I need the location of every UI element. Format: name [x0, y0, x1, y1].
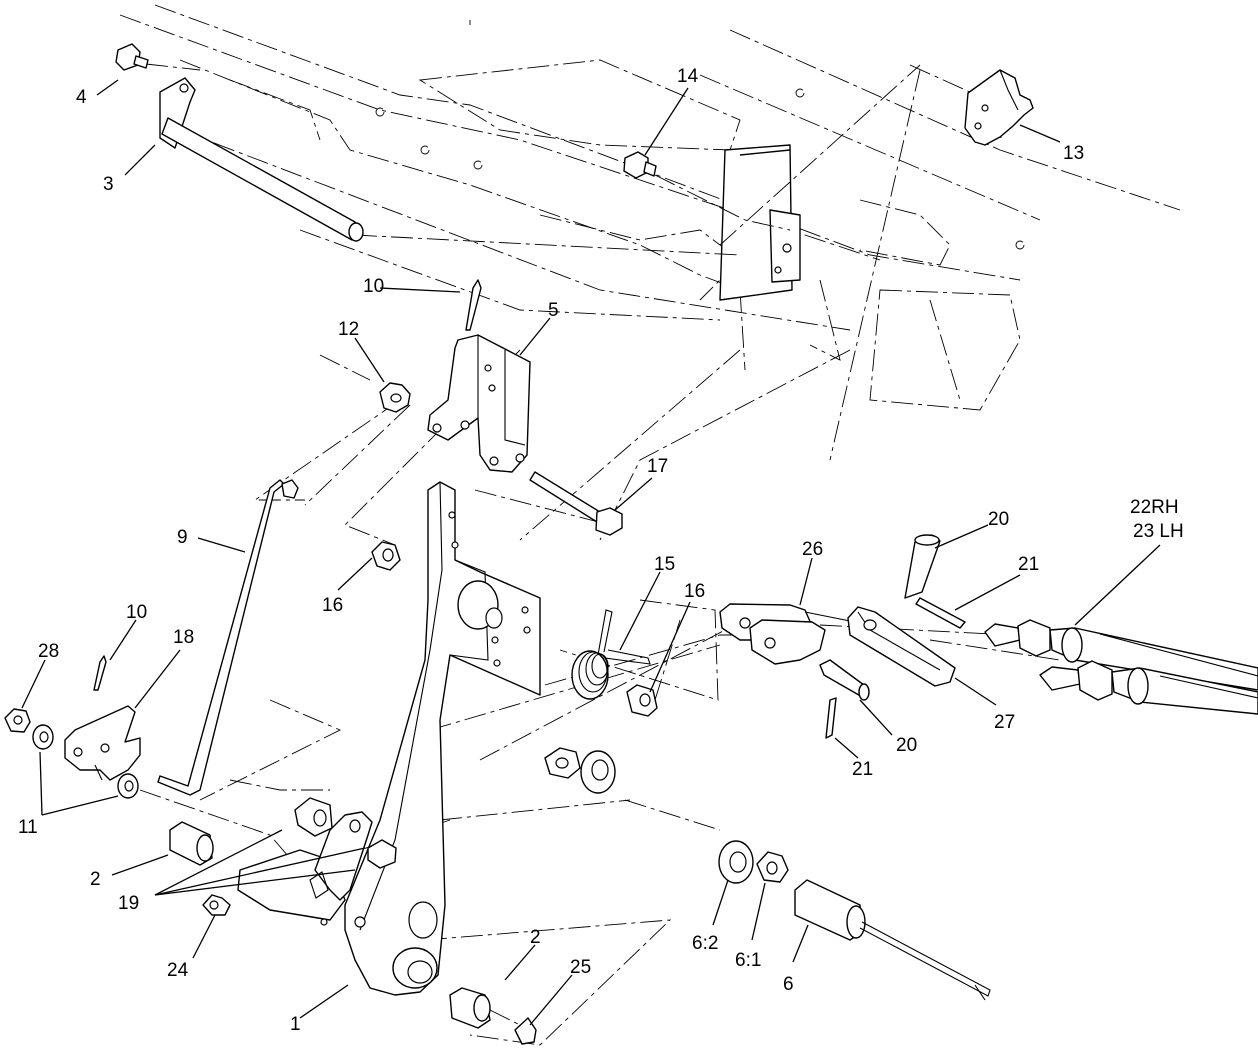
callout-21-lower: 21	[852, 759, 873, 780]
washer-11-lower	[117, 773, 139, 799]
leader-lines	[21, 79, 1161, 1026]
callout-2-bottom: 2	[530, 927, 541, 948]
callout-20-lower: 20	[896, 735, 917, 756]
callout-labels: 1 2 2 3 4 5 6 6:1 6:2 9 10 10 11 12 13 1…	[18, 66, 1184, 1035]
callout-1: 1	[290, 1014, 301, 1035]
pivot-shaft	[159, 77, 364, 242]
clevis-pin-20-lower	[819, 659, 870, 701]
callout-6-2: 6:2	[692, 933, 718, 954]
cylinder-6	[794, 879, 991, 1001]
callout-11: 11	[18, 817, 38, 838]
control-rod	[157, 479, 299, 796]
callout-10-left: 10	[126, 602, 147, 623]
bracket-plate	[719, 144, 801, 301]
washer-11-upper	[32, 724, 54, 750]
callout-13: 13	[1063, 143, 1084, 164]
callout-22rh: 22RH	[1130, 497, 1179, 518]
grease-fitting	[202, 894, 231, 916]
torsion-spring	[571, 609, 651, 700]
callout-5: 5	[548, 300, 559, 321]
lock-washer-6-2	[718, 840, 754, 884]
callout-15: 15	[654, 554, 675, 575]
hex-nut-6-1	[756, 851, 789, 883]
callout-14: 14	[677, 66, 699, 87]
flange-nut-12	[379, 382, 411, 413]
bushing-16-left	[371, 541, 401, 571]
alignment-lines	[139, 20, 1061, 1046]
callout-23lh: 23 LH	[1133, 521, 1184, 542]
callout-18: 18	[173, 627, 194, 648]
callout-28: 28	[38, 641, 59, 662]
callout-16-left: 16	[322, 595, 343, 616]
callout-3: 3	[103, 174, 114, 195]
callout-6-1: 6:1	[735, 950, 761, 971]
hairpin-21-lower	[825, 697, 837, 739]
pivot-assembly	[237, 797, 397, 926]
callout-25: 25	[570, 957, 591, 978]
clevis-plate-27	[847, 606, 956, 687]
callout-6: 6	[783, 974, 794, 995]
lever-plate	[64, 705, 141, 781]
callout-21-upper: 21	[1018, 554, 1039, 575]
hairpin-21-upper	[915, 597, 966, 629]
cable-23-lh	[1039, 660, 1258, 715]
frame-phantom	[119, 4, 1181, 411]
pedal-bracket	[427, 334, 531, 473]
callout-19: 19	[118, 893, 139, 914]
callout-9: 9	[177, 527, 188, 548]
callout-4: 4	[76, 87, 87, 108]
hex-nut-center	[544, 747, 581, 779]
bushing-2-left	[169, 821, 214, 866]
callout-16-right: 16	[684, 581, 705, 602]
callout-27: 27	[994, 712, 1015, 733]
bolt-17	[529, 471, 623, 536]
clevis-26	[719, 603, 871, 665]
cotter-pin-upper	[465, 279, 482, 331]
callout-17: 17	[647, 456, 668, 477]
bushing-16-right	[626, 684, 658, 717]
lock-washer-center	[580, 750, 616, 794]
clevis-pin-20-upper	[904, 534, 941, 599]
callout-26: 26	[802, 539, 823, 560]
bolt-4	[115, 43, 149, 71]
foot-pad	[964, 69, 1034, 146]
bushing-2-bottom	[449, 987, 491, 1029]
callout-2-left: 2	[90, 869, 101, 890]
bolt-14	[623, 151, 657, 179]
callout-12: 12	[338, 319, 359, 340]
callout-10-upper: 10	[363, 276, 384, 297]
cotter-pin-left	[93, 655, 107, 691]
callout-24: 24	[167, 960, 189, 981]
nut-28	[4, 708, 31, 733]
callout-20-upper: 20	[988, 509, 1009, 530]
cable-22-rh	[984, 619, 1258, 691]
